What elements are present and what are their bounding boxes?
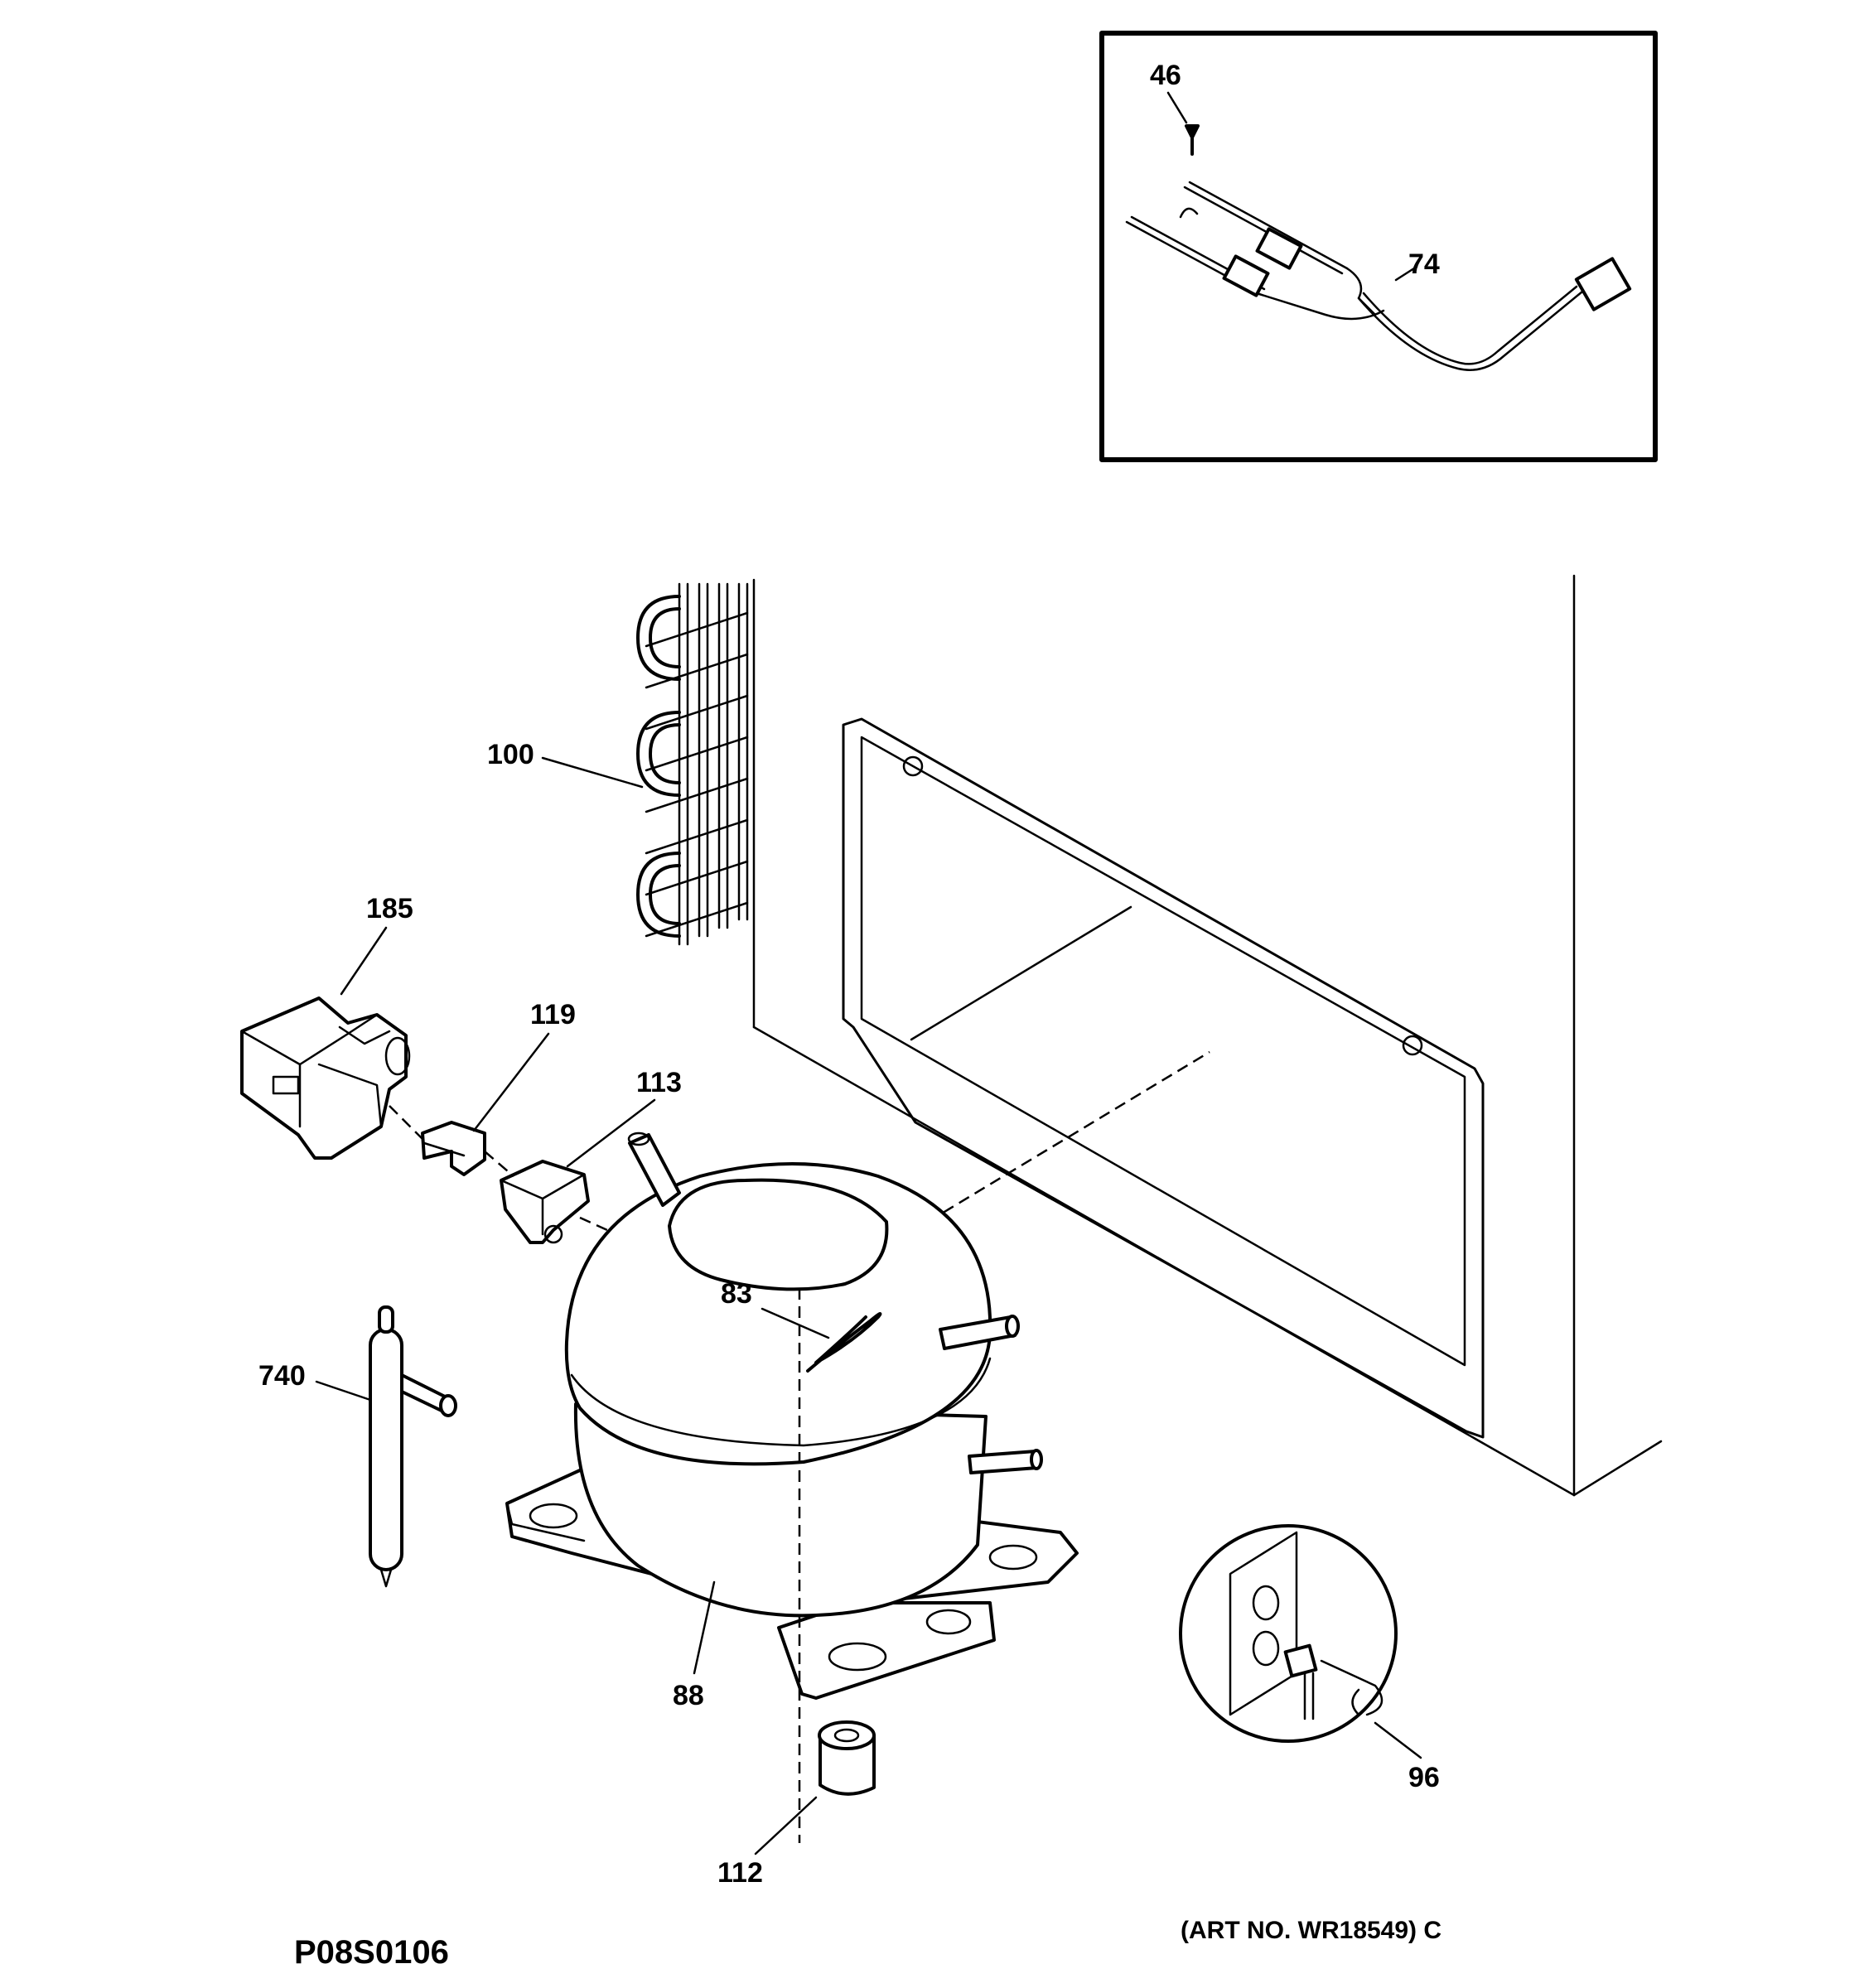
label-74: 74	[1408, 248, 1440, 280]
harness-inset: 46 74	[1099, 31, 1658, 462]
label-100: 100	[487, 739, 534, 770]
label-740: 740	[258, 1360, 306, 1392]
drier-740	[369, 1305, 457, 1588]
label-119: 119	[530, 999, 576, 1030]
label-113: 113	[636, 1067, 682, 1098]
compressor-88	[505, 1132, 1079, 1700]
art-number: (ART NO. WR18549) C	[1181, 1917, 1441, 1944]
grommet-112	[818, 1720, 876, 1796]
overload-cover-185	[240, 996, 411, 1160]
label-112: 112	[717, 1857, 763, 1889]
condenser-coil-100	[636, 582, 749, 946]
cabinet	[752, 574, 1663, 1497]
wire-harness-74	[1125, 181, 1632, 371]
label-46: 46	[1150, 60, 1181, 91]
label-96: 96	[1408, 1762, 1440, 1793]
screw-46	[1185, 124, 1200, 156]
label-185: 185	[366, 893, 413, 924]
outlet-detail-96	[1179, 1524, 1398, 1743]
relay-113	[500, 1160, 590, 1244]
diagram-code: P08S0106	[294, 1934, 449, 1971]
overload-119	[421, 1121, 486, 1176]
label-88: 88	[673, 1680, 704, 1711]
label-83: 83	[721, 1278, 752, 1310]
